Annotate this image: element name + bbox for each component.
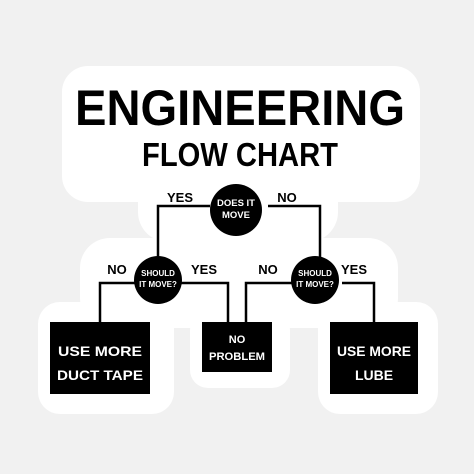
result-box-right: USE MORE LUBE [330, 322, 418, 394]
label-right-no: NO [258, 262, 278, 277]
result-middle-line-2: PROBLEM [209, 351, 265, 363]
result-box-left: USE MORE DUCT TAPE [50, 322, 150, 394]
result-middle-line-1: NO [229, 334, 246, 346]
title-line-2: FLOW CHART [142, 136, 338, 173]
result-left-line-2: DUCT TAPE [57, 367, 143, 383]
node-root-line-1: DOES IT [217, 198, 255, 209]
node-left-line-1: SHOULD [141, 269, 175, 278]
decision-node-left: SHOULD IT MOVE? [134, 256, 182, 304]
edge-root-no [268, 204, 322, 258]
label-right-yes: YES [341, 262, 367, 277]
decision-node-root: DOES IT MOVE [210, 184, 262, 236]
result-right-line-2: LUBE [355, 367, 393, 383]
edge-right-yes [342, 281, 376, 322]
label-left-yes: YES [191, 262, 217, 277]
node-left-line-2: IT MOVE? [139, 280, 177, 289]
edge-right-no [244, 281, 294, 322]
label-root-no: NO [277, 190, 297, 205]
title-line-1: ENGINEERING [75, 80, 405, 136]
label-left-no: NO [107, 262, 127, 277]
connector-lines [98, 204, 376, 322]
result-left-line-1: USE MORE [58, 343, 142, 359]
result-box-middle: NO PROBLEM [202, 322, 272, 372]
node-right-line-2: IT MOVE? [296, 280, 334, 289]
decision-node-right: SHOULD IT MOVE? [291, 256, 339, 304]
edge-left-yes [180, 281, 230, 322]
node-right-line-1: SHOULD [298, 269, 332, 278]
edge-left-no [98, 281, 136, 322]
label-root-yes: YES [167, 190, 193, 205]
node-root-line-2: MOVE [222, 210, 250, 221]
result-right-line-1: USE MORE [337, 343, 411, 359]
edge-root-yes [156, 204, 210, 258]
